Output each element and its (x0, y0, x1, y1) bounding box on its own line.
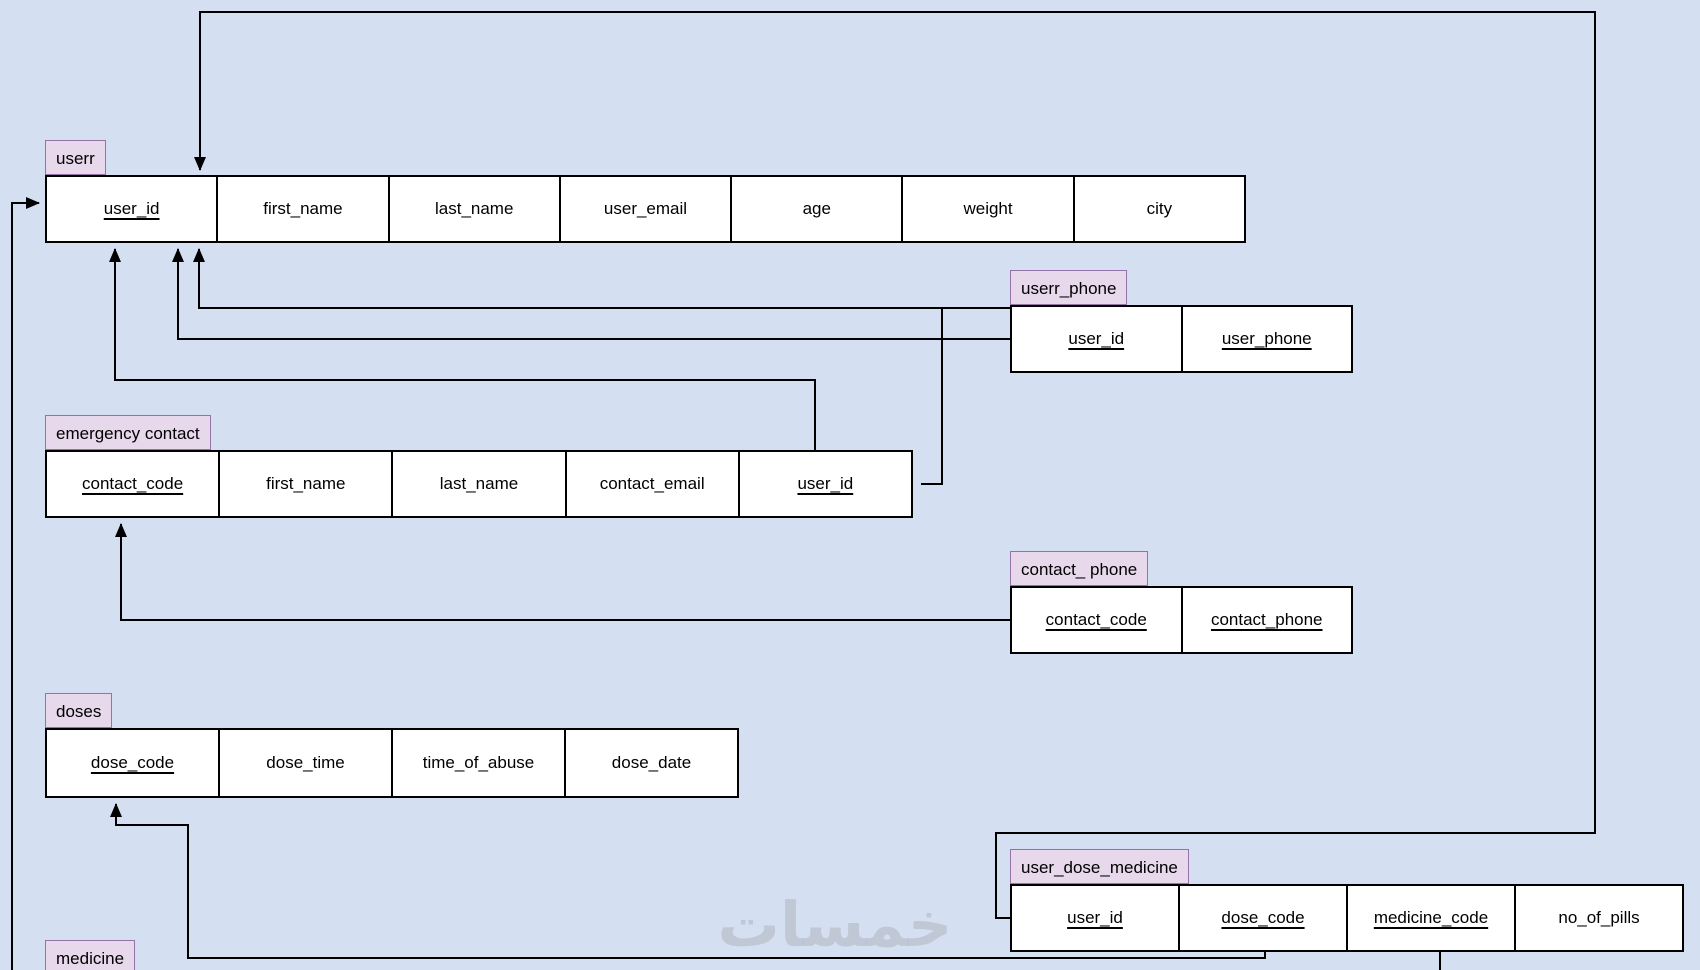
column-cell-userr-city: city (1072, 175, 1246, 243)
column-cell-doses-dose_time: dose_time (218, 728, 393, 798)
column-cell-userr-user_email: user_email (558, 175, 733, 243)
column-cell-emergency_contact-last_name: last_name (391, 450, 567, 518)
column-cell-userr-last_name: last_name (387, 175, 561, 243)
connector-contactphone-to-emergencycontact (115, 523, 1010, 621)
connector-userrphone-to-userr-1 (193, 248, 1010, 309)
column-cell-userr-user_id: user_id (45, 175, 219, 243)
column-label: weight (963, 199, 1013, 218)
connector-userrphone-to-userr-2 (172, 248, 1010, 340)
column-label: user_id (103, 199, 160, 218)
connector-emergencycontact-right-branch (921, 308, 943, 485)
column-label: contact_code (1045, 610, 1147, 629)
column-cell-user_dose_medicine-dose_code: dose_code (1178, 884, 1348, 952)
column-label: user_id (1068, 329, 1125, 348)
table-label-userr: userr (45, 140, 106, 175)
column-cell-userr-age: age (730, 175, 904, 243)
column-cell-emergency_contact-contact_code: contact_code (45, 450, 221, 518)
column-label: contact_email (599, 474, 705, 493)
connector-medicine-to-userr (11, 197, 40, 970)
connector-userdosemedicine-to-doses (110, 803, 1266, 959)
column-cell-user_dose_medicine-no_of_pills: no_of_pills (1514, 884, 1684, 952)
connector-emergencycontact-to-userr (109, 248, 816, 450)
column-cell-emergency_contact-contact_email: contact_email (564, 450, 740, 518)
column-label: medicine_code (1373, 908, 1489, 927)
column-label: last_name (434, 199, 514, 218)
column-cell-doses-time_of_abuse: time_of_abuse (391, 728, 566, 798)
table-row-emergency_contact: contact_code first_name last_name contact_e… (45, 450, 913, 518)
khamsat-watermark: خمسات (717, 888, 953, 961)
column-label: user_email (603, 199, 688, 218)
column-cell-contact_phone-contact_code: contact_code (1010, 586, 1183, 654)
table-row-userr_phone: user_id user_phone (1010, 305, 1353, 373)
table-label-doses: doses (45, 693, 113, 728)
column-cell-doses-dose_date: dose_date (564, 728, 739, 798)
column-cell-userr_phone-user_phone: user_phone (1180, 305, 1353, 373)
column-label: dose_code (90, 753, 175, 772)
table-label-userr_phone: userr_phone (1010, 270, 1128, 305)
column-label: city (1146, 199, 1173, 218)
column-label: age (802, 199, 831, 218)
table-row-doses: dose_code dose_time time_of_abuse dose_date (45, 728, 739, 798)
column-label: user_phone (1221, 329, 1312, 348)
table-row-userr: user_id first_name last_name user_email age w… (45, 175, 1246, 243)
table-label-emergency_contact: emergency contact (45, 415, 211, 450)
column-cell-userr-first_name: first_name (216, 175, 390, 243)
column-cell-user_dose_medicine-medicine_code: medicine_code (1346, 884, 1516, 952)
column-label: user_id (797, 474, 854, 493)
column-cell-emergency_contact-first_name: first_name (218, 450, 394, 518)
column-label: dose_time (266, 753, 345, 772)
table-label-medicine: medicine (45, 940, 136, 970)
table-label-user_dose_medicine: user_dose_medicine (1010, 849, 1189, 884)
column-label: first_name (266, 474, 346, 493)
column-cell-doses-dose_code: dose_code (45, 728, 220, 798)
table-row-user_dose_medicine: user_id dose_code medicine_code no_of_pills (1010, 884, 1684, 952)
column-label: first_name (263, 199, 343, 218)
column-label: contact_code (82, 474, 184, 493)
column-cell-emergency_contact-user_id: user_id (737, 450, 913, 518)
connector-userdosemedicine-to-userr (194, 11, 1596, 919)
column-cell-userr_phone-user_id: user_id (1010, 305, 1183, 373)
column-cell-user_dose_medicine-user_id: user_id (1010, 884, 1180, 952)
column-label: user_id (1067, 908, 1123, 927)
column-label: time_of_abuse (422, 753, 535, 772)
column-label: contact_phone (1210, 610, 1323, 629)
column-label: dose_date (611, 753, 692, 772)
table-row-contact_phone: contact_code contact_phone (1010, 586, 1353, 654)
column-cell-contact_phone-contact_phone: contact_phone (1180, 586, 1353, 654)
column-label: last_name (439, 474, 519, 493)
column-label: no_of_pills (1558, 908, 1640, 927)
table-label-contact_phone: contact_ phone (1010, 551, 1149, 586)
column-label: dose_code (1221, 908, 1305, 927)
column-cell-userr-weight: weight (901, 175, 1075, 243)
